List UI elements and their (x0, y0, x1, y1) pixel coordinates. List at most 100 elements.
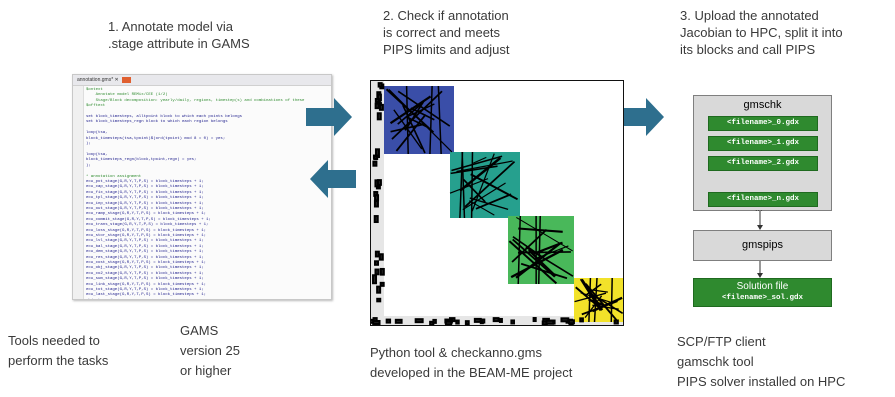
code-line: ecu_lvl_stage(G,R,Y,T,P,S) = block_times… (86, 239, 204, 244)
nonzero-stroke (407, 103, 435, 118)
code-line: ecu_cap_stage(G,R,Y,T,P,S) = block_times… (86, 185, 204, 190)
nonzero-stroke (391, 90, 443, 140)
code-line: Annotate model REMix/CEE (1/2) (86, 93, 168, 98)
code-line: ecu_co2_stage(G,R,Y,T,P,S) = block_times… (86, 271, 204, 276)
code-line: ecu_res_stage(G,R,Y,T,P,S) = block_times… (86, 255, 204, 260)
nonzero-stroke (429, 85, 433, 155)
nonzero-stroke (475, 193, 512, 210)
code-line: ecu_bal_stage(G,R,Y,T,P,S) = block_times… (86, 244, 204, 249)
nonzero-stroke (459, 151, 464, 219)
gmschk-title: gmschk (743, 99, 782, 111)
nonzero-stroke (585, 283, 602, 296)
linking-nonzero (444, 320, 453, 326)
linking-nonzero (374, 260, 380, 266)
nonzero-stroke (459, 156, 502, 192)
code-line: * annotation assignment (86, 174, 142, 179)
linking-nonzero (567, 319, 575, 325)
code-line: ecu_link_stage(G,R,Y,T,P,S) = block_time… (86, 282, 207, 287)
code-line: Stage/Block decomposition: yearly/daily,… (86, 98, 305, 103)
jacobian-matrix-plot (370, 80, 624, 326)
linking-nonzero (414, 318, 424, 324)
code-area: $ontext Annotate model REMix/CEE (1/2) S… (86, 88, 327, 299)
file-icon (122, 76, 132, 83)
nonzero-stroke (511, 228, 548, 263)
linking-nonzero (498, 317, 503, 323)
connector-lines (757, 211, 763, 278)
linking-nonzero (374, 97, 380, 103)
gams-editor-screenshot: annotation.gms* ✕ $ontext Annotate model… (72, 74, 332, 300)
python-tool-note: Python tool & checkanno.gms developed in… (370, 345, 573, 380)
code-line: ecu_trans_stage(G,R,Y,T,P,S) = block_tim… (86, 223, 209, 228)
linking-nonzero (532, 317, 537, 323)
code-line: block_timesteps(tsa,tpoint)$(ord(tpoint)… (86, 136, 226, 141)
linking-nonzero (432, 318, 437, 324)
nonzero-stroke (525, 246, 574, 277)
nonzero-stroke (462, 182, 506, 211)
ellipsis: ... (755, 203, 763, 213)
linking-nonzero (480, 318, 486, 324)
code-line: loop(tsa, (86, 131, 108, 136)
nonzero-stroke (462, 178, 486, 203)
matrix-frame (370, 80, 624, 326)
code-line: ecu_last_stage(G,R,Y,T,P,S) = block_time… (86, 293, 207, 298)
solution-title: Solution file (736, 281, 789, 292)
code-line: $offtext (86, 104, 106, 109)
code-line: ecu_ramp_stage(G,R,Y,T,P,S) = block_time… (86, 212, 207, 217)
line-gutter (73, 86, 84, 299)
nonzero-stroke (470, 151, 474, 219)
nonzero-stroke (473, 156, 487, 164)
nonzero-stroke (469, 197, 509, 211)
nonzero-stroke (451, 155, 503, 172)
code-line: loop(tsa, (86, 152, 108, 157)
linking-nonzero (613, 319, 619, 325)
linking-nonzero (376, 112, 382, 121)
linking-nonzero (372, 317, 378, 323)
file-n: <filename>_n.gdx (708, 192, 818, 207)
file-0: <filename>_0.gdx (708, 116, 818, 131)
gmspips-box: gmspips (693, 230, 832, 261)
code-line: $ontext (86, 88, 103, 92)
code-line: ecu_inp_stage(G,R,Y,T,P,S) = block_times… (86, 201, 204, 206)
linking-nonzero (510, 319, 515, 325)
nonzero-stroke (588, 277, 592, 323)
hpc-tools-note: SCP/FTP client gamschk tool PIPS solver … (677, 334, 846, 389)
nonzero-stroke (610, 277, 613, 323)
gmschk-box: gmschk <filename>_0.gdx <filename>_1.gdx… (693, 95, 832, 211)
tools-label: Tools needed to perform the tasks (8, 333, 109, 368)
gams-requirement: GAMS version 25 or higher (180, 323, 240, 378)
arrow-right-1 (306, 98, 352, 136)
linking-nonzero (385, 318, 392, 324)
nonzero-pattern (370, 82, 624, 326)
code-line: set block_timesteps, alltpoint block to … (86, 115, 243, 120)
linking-nonzero (376, 297, 382, 303)
linking-nonzero (492, 317, 500, 323)
linking-nonzero (376, 285, 382, 294)
code-line: set block_timesteps_regn block to which … (86, 120, 228, 125)
nonzero-stroke (515, 242, 562, 279)
nonzero-stroke (389, 95, 432, 125)
nonzero-stroke (527, 249, 557, 277)
code-line: ecu_fix_stage(G,R,Y,T,P,S) = block_times… (86, 190, 204, 195)
nonzero-stroke (508, 240, 558, 285)
step3-caption: 3. Upload the annotated Jacobian to HPC,… (680, 8, 843, 57)
code-line: ecu_out_stage(G,R,Y,T,P,S) = block_times… (86, 206, 204, 211)
arrow-left-1 (310, 160, 356, 198)
code-line: ecu_pot_stage(G,R,Y,T,P,S) = block_times… (86, 179, 204, 184)
file-1: <filename>_1.gdx (708, 136, 818, 151)
linking-nonzero (377, 82, 383, 88)
linking-nonzero (379, 267, 385, 276)
code-line: ecu_commit_stage(G,R,Y,T,P,S) = block_ti… (86, 217, 211, 222)
linking-nonzero (378, 253, 384, 261)
nonzero-stroke (510, 248, 564, 279)
nonzero-stroke (537, 215, 541, 285)
linking-nonzero (464, 320, 470, 326)
nonzero-stroke (405, 85, 409, 155)
linking-nonzero (374, 250, 380, 258)
nonzero-stroke (470, 173, 519, 201)
code-line: ecu_loss_stage(G,R,Y,T,P,S) = block_time… (86, 228, 207, 233)
code-line: ecu_cost_stage(G,R,Y,T,P,S) = block_time… (86, 261, 207, 265)
step2-caption: 2. Check if annotation is correct and me… (383, 8, 510, 57)
linking-nonzero (560, 317, 570, 323)
nonzero-stroke (517, 215, 522, 285)
nonzero-stroke (437, 85, 442, 155)
